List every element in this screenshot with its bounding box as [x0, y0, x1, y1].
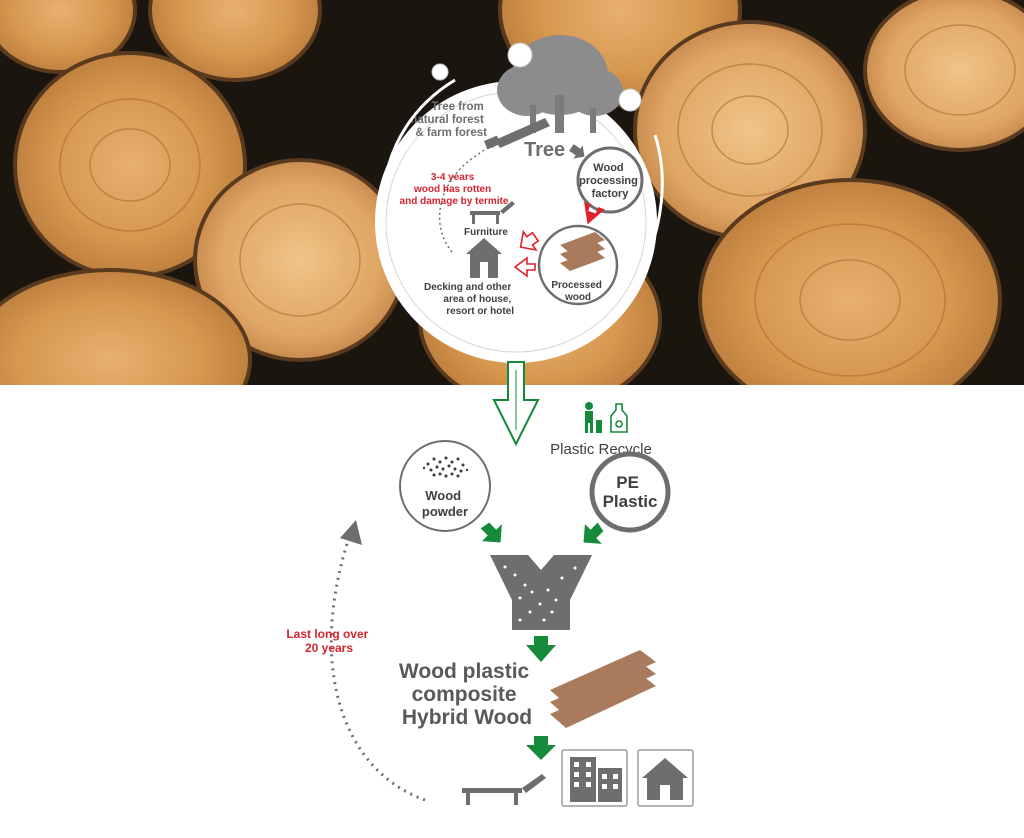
lounger-icon — [462, 774, 546, 805]
wood-powder-label: Wood powder — [422, 488, 468, 519]
hopper-to-product-arrow — [526, 636, 556, 662]
processed-to-use-arrows — [513, 229, 540, 278]
rot-return-path — [438, 140, 498, 253]
building-icon — [561, 749, 628, 807]
outer-cycle-right — [638, 134, 664, 276]
top-cycle: Tree from natural forest & farm forest T… — [375, 35, 664, 363]
outer-cycle-left — [381, 78, 456, 231]
growth-rings — [59, 24, 1016, 377]
tree-icon — [431, 35, 642, 133]
processed-wood-icon — [560, 232, 605, 271]
furniture-icon — [470, 201, 515, 224]
hopper-icon — [490, 555, 592, 630]
pe-plastic-label: PE Plastic — [603, 473, 658, 511]
wood-planks-icon — [550, 650, 656, 728]
lifespan-label: Last long over 20 years — [286, 627, 371, 655]
product-to-use-arrow — [526, 736, 556, 760]
recycle-bottle-icon — [610, 403, 628, 433]
lifespan-loop-arrowhead — [340, 520, 362, 545]
top-to-bottom-arrow — [492, 361, 540, 447]
house-icon — [466, 238, 502, 278]
decking-label: Decking and other area of house, resort … — [424, 282, 514, 317]
recycle-person-icon — [585, 402, 602, 433]
tree-label: Tree — [524, 139, 565, 161]
factory-to-processed-arrow — [584, 201, 605, 225]
processed-wood-label: Processed wood — [551, 280, 604, 303]
inputs-to-hopper-arrows — [480, 522, 604, 544]
tree-to-factory-arrow — [569, 144, 585, 159]
factory-node — [576, 146, 644, 214]
pe-plastic-node — [589, 451, 671, 533]
factory-label: Wood processing factory — [579, 162, 641, 200]
tree-source-label: Tree from natural forest & farm forest — [410, 101, 487, 139]
wood-powder-speckle — [422, 456, 469, 478]
furniture-label: Furniture — [464, 227, 508, 238]
product-label: Wood plastic composite Hybrid Wood — [399, 660, 535, 729]
wood-powder-node — [399, 440, 491, 532]
home-icon — [637, 749, 694, 807]
